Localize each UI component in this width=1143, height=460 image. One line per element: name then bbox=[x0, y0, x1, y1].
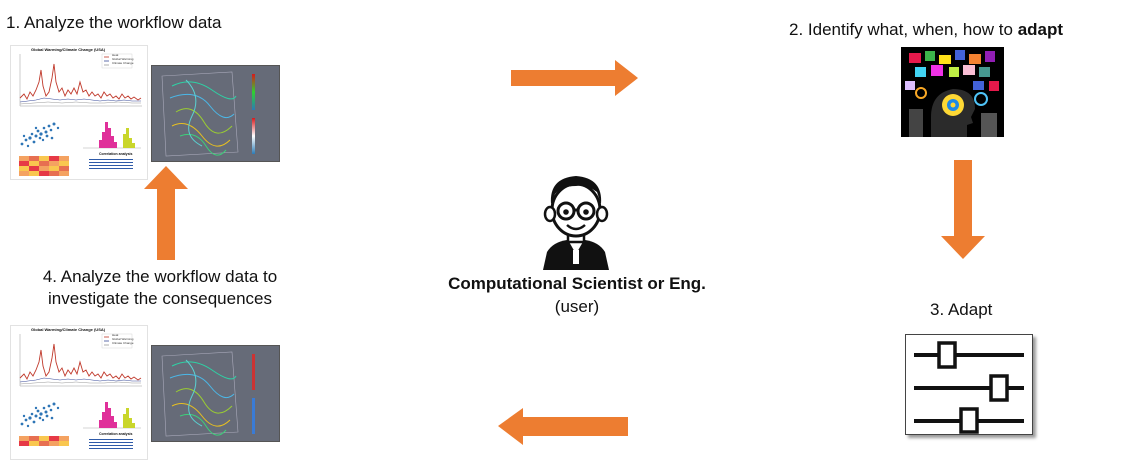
link-lines bbox=[89, 159, 133, 171]
arrow-down-shape bbox=[941, 160, 985, 259]
step-2-title-bold: adapt bbox=[1017, 20, 1064, 39]
step-2-title: 2. Identify what, when, how to adapt bbox=[789, 19, 1063, 41]
arrow-up-shape bbox=[144, 166, 188, 260]
brain-puzzle-icon bbox=[901, 47, 1004, 137]
scatter-plot bbox=[20, 122, 60, 148]
heatmap-plot bbox=[19, 436, 69, 446]
scatter-plot bbox=[20, 402, 60, 428]
correlation-label: Correlation analysis bbox=[99, 432, 133, 436]
legend-item: Heat bbox=[112, 333, 119, 337]
chart-legend: Heat Global Warming Climate Change bbox=[112, 53, 134, 65]
chart-panel: Global Warming/Climate Change (USA) Heat… bbox=[10, 45, 148, 180]
step-4-title-line2: investigate the consequences bbox=[48, 289, 272, 308]
chart-title: Global Warming/Climate Change (USA) bbox=[31, 47, 106, 52]
chart-legend: Heat Global Warming Climate Change bbox=[112, 333, 134, 345]
legend-item: Heat bbox=[112, 53, 119, 57]
step-2-title-text: 2. Identify what, when, how to bbox=[789, 20, 1018, 39]
chart-panel: Global Warming/Climate Change (USA) Heat… bbox=[10, 325, 148, 460]
user-title: Computational Scientist or Eng. bbox=[448, 274, 706, 293]
volume-render-panel bbox=[151, 345, 280, 442]
legend-item: Global Warming bbox=[112, 57, 134, 61]
heatmap-plot bbox=[19, 156, 69, 176]
chart-title: Global Warming/Climate Change (USA) bbox=[31, 327, 106, 332]
sliders-icon bbox=[905, 334, 1033, 435]
step-4-title-line1: 4. Analyze the workflow data to bbox=[42, 267, 278, 286]
scientist-avatar-icon bbox=[543, 176, 609, 270]
workflow-data-thumbnail-2: Global Warming/Climate Change (USA) Heat… bbox=[10, 325, 280, 460]
workflow-data-thumbnail-1: Global Warming/Climate Change (USA) Heat… bbox=[10, 45, 280, 180]
flow-visualization bbox=[152, 66, 279, 161]
step-4-title: 4. Analyze the workflow data to investig… bbox=[6, 266, 314, 310]
user-label: Computational Scientist or Eng. (user) bbox=[417, 272, 737, 318]
histogram-plot bbox=[83, 402, 141, 429]
user-subtitle: (user) bbox=[554, 297, 600, 316]
step-1-title: 1. Analyze the workflow data bbox=[6, 13, 222, 32]
arrow-left-shape bbox=[498, 408, 628, 445]
legend-item: Climate Change bbox=[112, 61, 134, 65]
volume-render-panel bbox=[151, 65, 280, 162]
arrow-left bbox=[498, 408, 628, 445]
link-lines bbox=[89, 439, 133, 451]
arrow-up bbox=[144, 166, 188, 260]
histogram-plot bbox=[83, 122, 141, 149]
arrow-down bbox=[941, 160, 985, 259]
flow-visualization bbox=[152, 346, 279, 441]
arrow-right bbox=[511, 60, 638, 96]
legend-item: Global Warming bbox=[112, 337, 134, 341]
timeseries-plot bbox=[19, 333, 142, 387]
arrow-right-shape bbox=[511, 60, 638, 96]
correlation-label: Correlation analysis bbox=[99, 152, 133, 156]
legend-item: Climate Change bbox=[112, 341, 134, 345]
step-3-title: 3. Adapt bbox=[930, 300, 993, 319]
timeseries-plot bbox=[19, 53, 142, 107]
